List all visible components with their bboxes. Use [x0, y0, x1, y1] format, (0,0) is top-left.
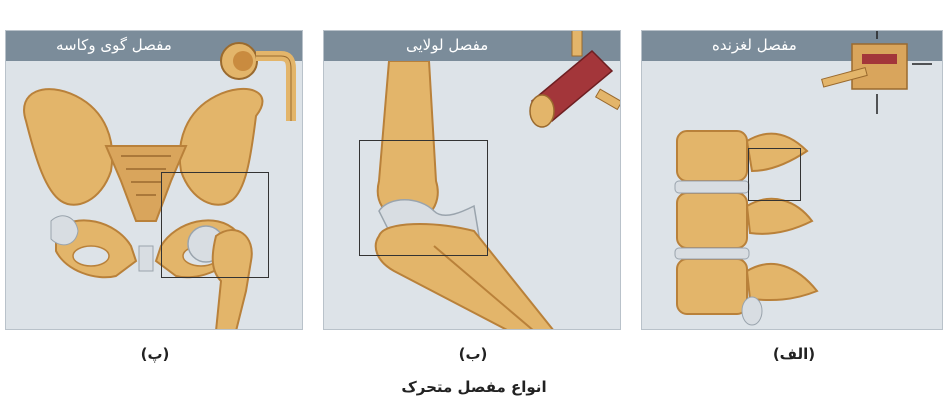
panel-title-hinge: مفصل لولایی	[406, 36, 488, 54]
joint-callout-box	[748, 148, 801, 201]
panel-title-gliding: مفصل لغزنده	[712, 36, 797, 54]
caption-gliding: (الف)	[754, 345, 834, 363]
panel-ball-socket: مفصل گوی وکاسه	[5, 30, 303, 330]
caption-ball-socket: (پ)	[115, 345, 195, 363]
joint-callout-box	[359, 140, 488, 256]
panel-title-ball-socket: مفصل گوی وکاسه	[56, 36, 172, 54]
ball-socket-model-icon	[211, 30, 303, 121]
joint-callout-box	[161, 172, 269, 278]
figure-title: انواع مفصل متحرک	[0, 378, 948, 396]
panel-gliding: مفصل لغزنده	[641, 30, 943, 330]
caption-hinge: (ب)	[433, 345, 513, 363]
hinge-model-icon	[512, 30, 621, 121]
panel-hinge: مفصل لولایی	[323, 30, 621, 330]
gliding-model-icon	[822, 30, 942, 119]
